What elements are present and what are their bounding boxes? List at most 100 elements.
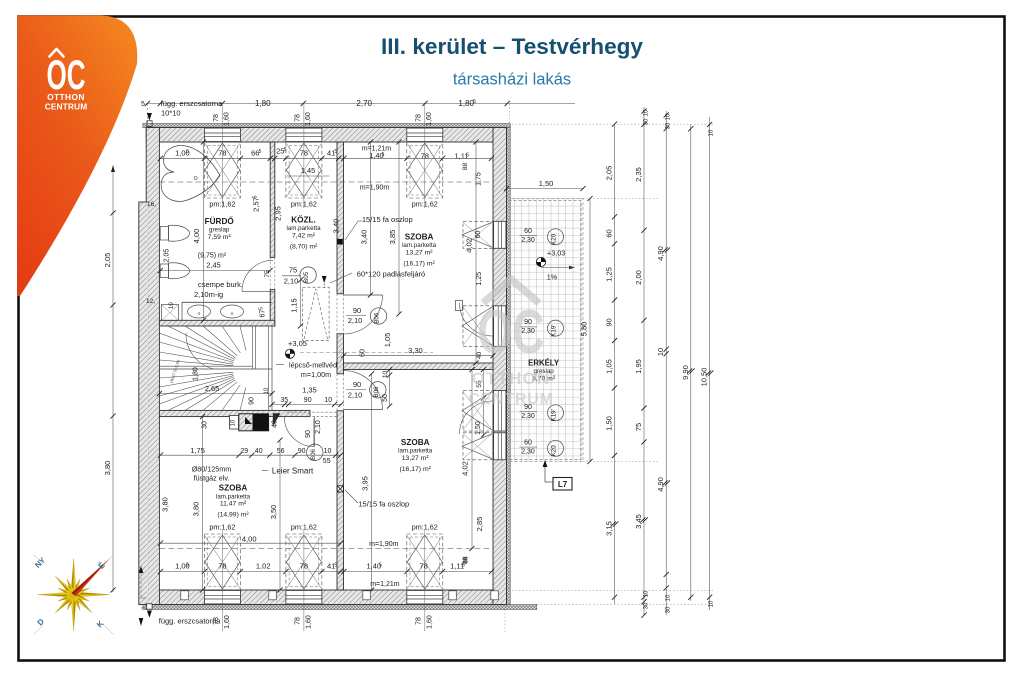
svg-text:40: 40 bbox=[255, 448, 263, 455]
svg-text:10: 10 bbox=[709, 600, 715, 607]
svg-text:Leier Smart: Leier Smart bbox=[272, 466, 314, 475]
svg-text:m=1,90m: m=1,90m bbox=[369, 541, 399, 548]
svg-text:1,60: 1,60 bbox=[224, 615, 231, 629]
svg-text:90: 90 bbox=[353, 380, 361, 389]
svg-text:(9,75) m²: (9,75) m² bbox=[198, 253, 227, 260]
svg-text:2,65: 2,65 bbox=[205, 384, 220, 393]
svg-text:ERKÉLY: ERKÉLY bbox=[528, 358, 560, 367]
svg-text:1,00: 1,00 bbox=[175, 148, 190, 157]
svg-text:4,02: 4,02 bbox=[465, 238, 474, 253]
svg-text:5: 5 bbox=[258, 307, 264, 310]
svg-text:90: 90 bbox=[305, 430, 312, 438]
svg-text:(14,99) m²: (14,99) m² bbox=[217, 512, 249, 519]
svg-text:5: 5 bbox=[186, 149, 189, 155]
svg-text:78: 78 bbox=[421, 152, 429, 161]
svg-text:78: 78 bbox=[213, 617, 220, 625]
svg-text:1,80: 1,80 bbox=[458, 99, 474, 108]
svg-text:40: 40 bbox=[476, 352, 483, 360]
svg-text:10: 10 bbox=[656, 348, 665, 356]
svg-text:2,35: 2,35 bbox=[634, 167, 643, 182]
svg-text:1,50: 1,50 bbox=[605, 416, 614, 431]
svg-text:2,10: 2,10 bbox=[348, 391, 363, 400]
svg-text:1,02: 1,02 bbox=[256, 562, 271, 571]
svg-text:5: 5 bbox=[382, 152, 385, 158]
svg-text:78: 78 bbox=[415, 114, 422, 122]
svg-text:2,30: 2,30 bbox=[521, 413, 535, 420]
svg-text:5: 5 bbox=[186, 562, 189, 568]
svg-text:10: 10 bbox=[709, 129, 715, 136]
svg-text:15/15 fa oszlop: 15/15 fa oszlop bbox=[362, 215, 413, 224]
svg-text:75: 75 bbox=[289, 266, 297, 275]
svg-text:1,50: 1,50 bbox=[475, 421, 482, 435]
svg-text:1,25: 1,25 bbox=[476, 272, 483, 286]
svg-text:4,90: 4,90 bbox=[656, 246, 665, 261]
svg-text:OC: OC bbox=[478, 298, 545, 367]
svg-text:10: 10 bbox=[644, 590, 650, 597]
svg-text:1,05: 1,05 bbox=[383, 333, 392, 348]
svg-text:3,40: 3,40 bbox=[360, 230, 369, 245]
svg-text:5: 5 bbox=[473, 99, 476, 105]
svg-text:SZOBA: SZOBA bbox=[405, 233, 434, 242]
svg-text:É: É bbox=[97, 560, 108, 571]
svg-text:1,11: 1,11 bbox=[454, 152, 468, 161]
svg-text:füstgáz elv.: füstgáz elv. bbox=[194, 474, 230, 483]
svg-text:5: 5 bbox=[466, 152, 469, 158]
svg-text:1,35: 1,35 bbox=[302, 385, 317, 394]
svg-text:(16,17) m²: (16,17) m² bbox=[403, 261, 435, 268]
svg-text:1,50: 1,50 bbox=[539, 179, 554, 188]
svg-text:K19': K19' bbox=[551, 324, 558, 336]
svg-text:10: 10 bbox=[666, 594, 672, 601]
svg-text:1,60: 1,60 bbox=[305, 112, 312, 126]
svg-text:55: 55 bbox=[476, 380, 483, 388]
svg-text:1,60: 1,60 bbox=[426, 615, 433, 629]
svg-text:60: 60 bbox=[360, 349, 367, 357]
svg-text:(16,17) m²: (16,17) m² bbox=[400, 466, 432, 473]
svg-text:90: 90 bbox=[524, 319, 532, 326]
svg-text:3,80: 3,80 bbox=[160, 497, 169, 512]
svg-text:60*120 padlásfeljáró: 60*120 padlásfeljáró bbox=[357, 270, 425, 279]
svg-text:K20: K20 bbox=[551, 233, 558, 245]
svg-text:13,27 m²: 13,27 m² bbox=[402, 455, 430, 462]
svg-text:30: 30 bbox=[666, 606, 672, 613]
svg-text:10: 10 bbox=[382, 371, 389, 379]
svg-text:90: 90 bbox=[353, 306, 361, 315]
svg-text:78: 78 bbox=[419, 562, 427, 571]
svg-text:8,70 m²: 8,70 m² bbox=[532, 376, 556, 383]
svg-text:OC: OC bbox=[46, 52, 85, 99]
svg-text:m=1,00m: m=1,00m bbox=[301, 370, 331, 379]
svg-text:3,50: 3,50 bbox=[269, 505, 278, 520]
svg-text:41: 41 bbox=[327, 562, 335, 571]
svg-text:10: 10 bbox=[644, 109, 650, 116]
svg-text:30: 30 bbox=[666, 122, 672, 129]
svg-text:2,57: 2,57 bbox=[252, 197, 261, 212]
svg-text:60: 60 bbox=[524, 228, 532, 235]
svg-text:60: 60 bbox=[524, 439, 532, 446]
svg-text:1,60: 1,60 bbox=[426, 112, 433, 126]
svg-text:B06: B06 bbox=[374, 312, 381, 324]
svg-text:5: 5 bbox=[379, 562, 382, 568]
svg-text:1,40: 1,40 bbox=[366, 562, 381, 571]
svg-text:5: 5 bbox=[334, 149, 337, 155]
svg-text:7,59 m²: 7,59 m² bbox=[208, 234, 232, 241]
svg-text:78: 78 bbox=[300, 148, 308, 157]
svg-text:Ø80/125mm: Ø80/125mm bbox=[192, 465, 232, 474]
svg-text:5: 5 bbox=[259, 149, 262, 155]
svg-text:L7: L7 bbox=[558, 480, 568, 489]
svg-text:K: K bbox=[95, 619, 106, 630]
svg-text:2,95: 2,95 bbox=[274, 206, 283, 221]
svg-text:pm:1,62: pm:1,62 bbox=[291, 200, 317, 209]
svg-text:3,30: 3,30 bbox=[408, 346, 423, 355]
svg-text:függ. erszcsatorna: függ. erszcsatorna bbox=[161, 99, 224, 108]
svg-text:5: 5 bbox=[284, 147, 287, 153]
svg-text:m=1,21m: m=1,21m bbox=[370, 581, 400, 588]
svg-text:1,40: 1,40 bbox=[369, 151, 384, 160]
svg-text:25: 25 bbox=[276, 146, 284, 155]
svg-text:3,95: 3,95 bbox=[361, 476, 370, 491]
svg-text:29: 29 bbox=[240, 448, 248, 455]
svg-text:12,: 12, bbox=[146, 298, 155, 305]
svg-text:1,80: 1,80 bbox=[255, 99, 271, 108]
svg-text:30: 30 bbox=[644, 118, 650, 125]
svg-text:15/15 fa oszlop: 15/15 fa oszlop bbox=[358, 499, 409, 508]
svg-text:30: 30 bbox=[202, 421, 209, 429]
svg-text:55: 55 bbox=[323, 458, 331, 465]
